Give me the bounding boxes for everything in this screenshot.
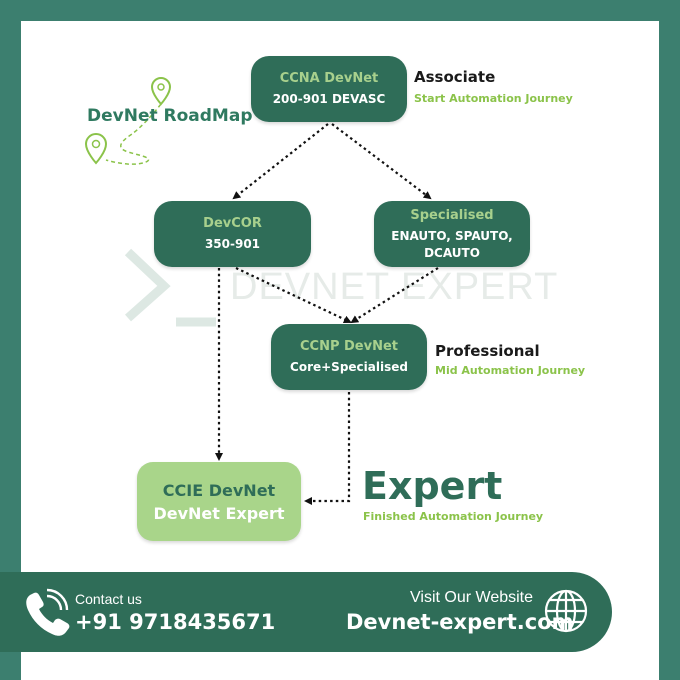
node-title: CCIE DevNet (162, 480, 276, 500)
node-subtitle: 350-901 (204, 237, 261, 251)
level-associate: Associate (414, 68, 496, 86)
node-ccie-devnet: CCIE DevNet DevNet Expert (137, 462, 301, 541)
node-ccnp-devnet: CCNP DevNet Core+Specialised (271, 324, 427, 390)
contact-label: Contact us (75, 591, 142, 607)
roadmap-label: DevNet RoadMap (87, 106, 253, 126)
arrow-ccnp-ccie (304, 392, 351, 505)
node-subtitle: 200-901 DEVASC (272, 92, 386, 106)
journey-associate: Start Automation Journey (414, 92, 573, 105)
phone-icon (26, 588, 70, 636)
node-title: CCNP DevNet (299, 339, 398, 354)
node-title: DevCOR (203, 216, 262, 231)
node-title: CCNA DevNet (279, 71, 379, 86)
phone-number[interactable]: +91 9718435671 (75, 610, 276, 634)
node-subtitle: ENAUTO, SPAUTO, DCAUTO (391, 228, 513, 260)
arrow-devcor-ccnp (235, 267, 352, 324)
node-subtitle: DevNet Expert (153, 503, 285, 523)
visit-website-label: Visit Our Website (410, 589, 534, 606)
node-subtitle: Core+Specialised (290, 360, 408, 374)
journey-professional: Mid Automation Journey (435, 364, 586, 377)
node-specialised: Specialised ENAUTO, SPAUTO, DCAUTO (374, 201, 530, 267)
globe-icon (544, 589, 588, 633)
map-pin-icon (84, 132, 108, 165)
contact-footer (0, 572, 612, 652)
map-pin-icon (150, 76, 172, 106)
level-expert: Expert (362, 464, 503, 508)
website-link[interactable]: Devnet-expert.com (346, 610, 574, 634)
node-ccna-devnet: CCNA DevNet 200-901 DEVASC (251, 56, 407, 122)
watermark-text: DEVNET EXPERT (230, 266, 559, 308)
level-professional: Professional (435, 342, 540, 360)
journey-expert: Finished Automation Journey (363, 510, 544, 523)
node-devcor: DevCOR 350-901 (154, 201, 311, 267)
node-title: Specialised (410, 207, 494, 223)
